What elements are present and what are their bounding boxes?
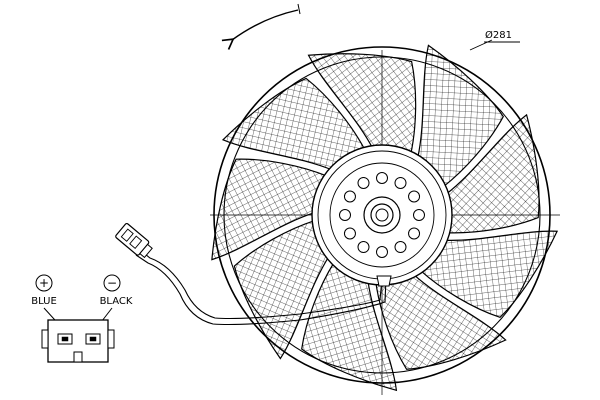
connector-face bbox=[41, 307, 115, 363]
hub-vent-hole bbox=[408, 190, 421, 203]
black-wire-label: BLACK bbox=[100, 296, 133, 307]
blue-wire-label: BLUE bbox=[31, 296, 57, 307]
negative-terminal-symbol: − bbox=[103, 274, 121, 292]
hub-vent-hole bbox=[376, 172, 388, 184]
hub-vent-hole bbox=[376, 246, 388, 258]
fan-blade bbox=[419, 230, 559, 319]
hub-vent-hole bbox=[357, 241, 370, 254]
hub-vent-hole bbox=[357, 176, 370, 189]
motor-hub bbox=[311, 144, 453, 286]
hub-vent-hole bbox=[343, 227, 356, 240]
fan-blade bbox=[416, 44, 504, 188]
svg-text:+: + bbox=[39, 276, 49, 290]
hub-vent-hole bbox=[408, 227, 421, 240]
positive-terminal-symbol: + bbox=[35, 274, 53, 292]
fan-blades bbox=[211, 44, 559, 392]
diameter-leader bbox=[469, 39, 493, 51]
cable-plug bbox=[115, 223, 153, 259]
fan-blade bbox=[307, 53, 417, 156]
shaft-inner bbox=[370, 203, 394, 227]
shaft-outer bbox=[363, 196, 401, 234]
shaft-core bbox=[375, 208, 389, 222]
cable-grommet bbox=[376, 275, 392, 287]
hub-vent-hole bbox=[343, 190, 356, 203]
fan-blade bbox=[444, 113, 540, 234]
fan-blade bbox=[375, 273, 507, 370]
fan-blade bbox=[211, 158, 329, 261]
diameter-label: Ø281 bbox=[485, 29, 512, 41]
fan-blade bbox=[233, 219, 331, 360]
hub-vent-hole bbox=[394, 241, 407, 254]
hub-vent-hole bbox=[339, 209, 351, 221]
svg-text:−: − bbox=[107, 276, 117, 290]
hub-vent-hole bbox=[394, 176, 407, 189]
fan-blade bbox=[301, 261, 398, 392]
hub-vent-hole bbox=[413, 209, 425, 221]
rotation-arrow bbox=[232, 9, 299, 40]
fan-blade bbox=[221, 77, 366, 171]
power-cable bbox=[135, 249, 387, 326]
hub-vent-holes bbox=[339, 172, 425, 258]
